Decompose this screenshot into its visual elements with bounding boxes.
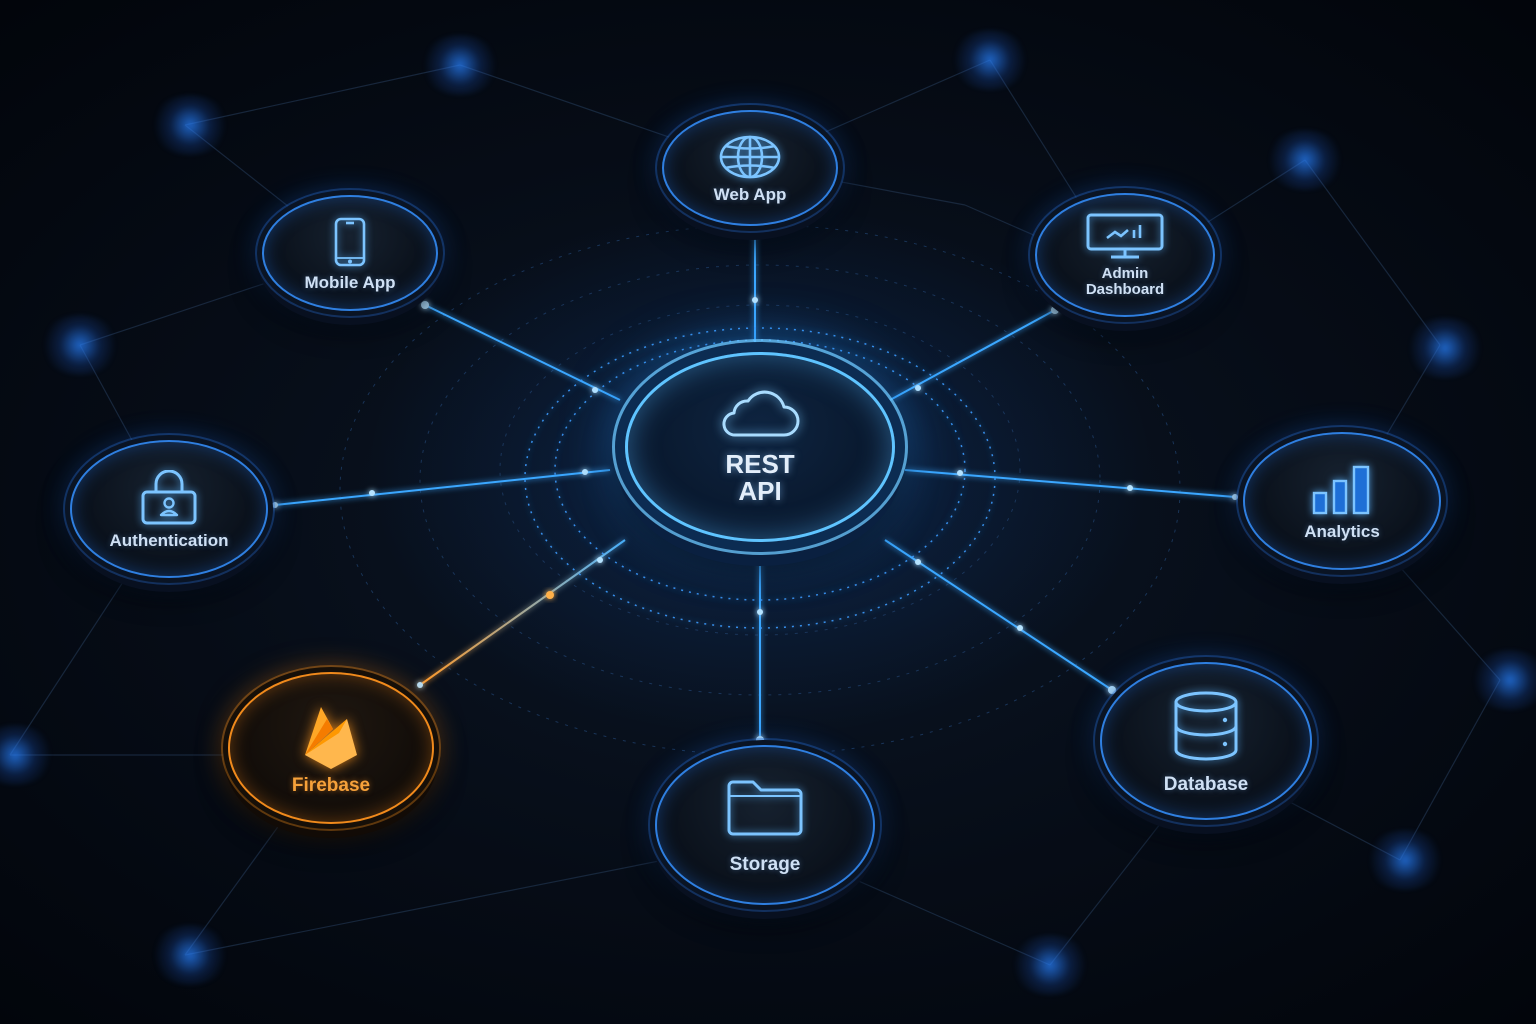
background-node-glow (1265, 130, 1345, 190)
background-node-glow (1470, 650, 1536, 710)
rest-api-hub[interactable]: REST API (625, 352, 895, 542)
hub-title-line2: API (738, 476, 782, 506)
background-node-glow (1010, 935, 1090, 995)
node-analytics[interactable]: Analytics (1243, 432, 1441, 570)
edge-hub-analytics (904, 469, 1236, 498)
folder-icon (727, 780, 803, 835)
node-label-line1: Admin (1101, 265, 1149, 282)
edge-hub-firebase (419, 539, 626, 686)
background-node-glow (150, 925, 230, 985)
cloud-icon (722, 390, 800, 437)
firebase-flame-icon (305, 706, 357, 769)
node-database[interactable]: Database (1100, 662, 1312, 820)
node-firebase[interactable]: Firebase (228, 672, 434, 824)
user-lock-icon (141, 469, 197, 524)
background-node-glow (40, 315, 120, 375)
hub-title-line1: REST (725, 449, 795, 479)
node-web-app[interactable]: Web App (662, 110, 838, 226)
smartphone-icon (334, 217, 366, 266)
edge-hub-authentication (274, 469, 611, 506)
node-label: Web App (713, 184, 787, 204)
globe-icon (719, 135, 781, 178)
monitor-chart-icon (1086, 213, 1164, 259)
edge-hub-mobile-app (424, 304, 621, 401)
node-label: Authentication (109, 530, 229, 550)
node-label-line2: Dashboard (1085, 281, 1165, 298)
edge-hub-database (884, 539, 1113, 691)
node-label: Storage (729, 853, 801, 875)
database-cylinder-icon (1174, 691, 1238, 760)
background-node-glow (950, 30, 1030, 90)
node-storage[interactable]: Storage (655, 745, 875, 905)
background-node-glow (1365, 830, 1445, 890)
node-authentication[interactable]: Authentication (70, 440, 268, 578)
bar-chart-icon (1312, 465, 1370, 514)
node-label: Analytics (1304, 521, 1380, 541)
node-admin-dashboard[interactable]: Admin Dashboard (1035, 193, 1215, 317)
node-label: Firebase (291, 774, 371, 796)
edge-hub-admin-dashboard (889, 309, 1056, 401)
background-node-glow (420, 35, 500, 95)
node-label: Database (1163, 773, 1249, 795)
node-mobile-app[interactable]: Mobile App (262, 195, 438, 311)
background-node-glow (150, 95, 230, 155)
node-label: Mobile App (304, 272, 396, 292)
background-node-glow (1405, 318, 1485, 378)
